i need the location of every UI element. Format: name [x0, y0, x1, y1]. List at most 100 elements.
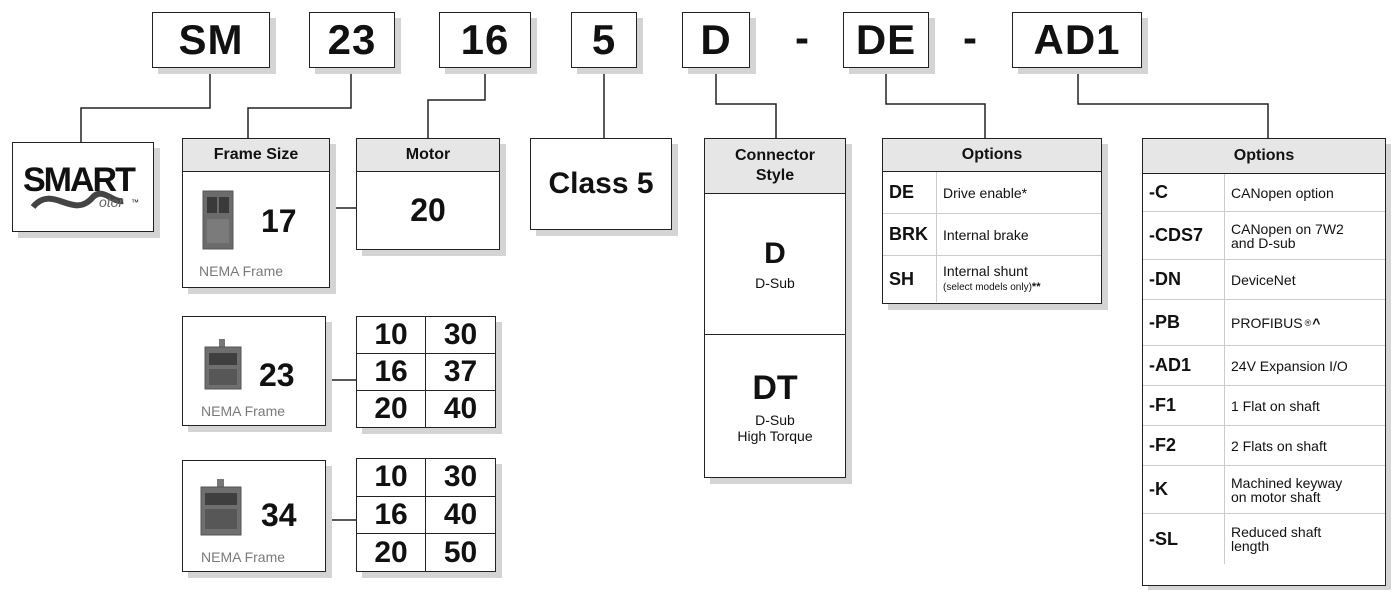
frame-34-card: 34 NEMA Frame	[182, 460, 326, 572]
frame-34-motor-grid: 10 30 16 40 20 50	[356, 458, 496, 572]
logo-tm: ™	[131, 198, 139, 207]
class-card: Class 5	[530, 138, 672, 230]
option-code: -CDS7	[1143, 212, 1225, 259]
connector-d-desc: D-Sub	[755, 275, 795, 291]
options-1-card: Options DE Drive enable* BRK Internal br…	[882, 138, 1102, 304]
option-desc: Machined keyway on motor shaft	[1225, 466, 1385, 513]
motor-23-image	[204, 339, 242, 390]
motor-option: 10	[357, 459, 426, 497]
option-desc: CANopen option	[1231, 184, 1334, 201]
option-code: -SL	[1143, 514, 1225, 564]
option-desc: 2 Flats on shaft	[1231, 437, 1327, 454]
options-2-row: -C CANopen option	[1143, 174, 1385, 212]
connector-dt-desc: D-Sub	[755, 411, 795, 428]
option-desc-line1: CANopen on 7W2	[1231, 220, 1344, 237]
options-2-row: -PB PROFIBUS ® ^	[1143, 300, 1385, 346]
option-code: -F1	[1143, 386, 1225, 425]
option-desc: Internal brake	[943, 226, 1029, 243]
frame-34-label: NEMA Frame	[201, 549, 286, 565]
connector-option-dt: DT D-Sub High Torque	[705, 335, 845, 477]
motor-card: Motor 20	[356, 138, 500, 250]
option-desc: CANopen on 7W2 and D-sub	[1225, 212, 1385, 259]
options-2-row: -AD1 24V Expansion I/O	[1143, 346, 1385, 386]
motor-option: 10	[357, 317, 426, 354]
motor-header: Motor	[357, 139, 499, 172]
motor-option: 50	[443, 535, 478, 569]
connector-style-header: Connector Style	[705, 139, 845, 194]
option-desc-line2: length	[1231, 538, 1270, 554]
motor-option: 16	[357, 354, 426, 391]
option-code: -PB	[1143, 300, 1225, 345]
options-2-header: Options	[1143, 139, 1385, 174]
option-desc-line1: Machined keyway	[1231, 474, 1343, 491]
motor-option: 16	[357, 496, 426, 535]
code-connector: D	[682, 12, 750, 68]
motor-34-image	[200, 479, 242, 536]
code-class: 5	[571, 12, 637, 68]
connector-d-code: D	[764, 237, 786, 270]
frame-size-card: Frame Size 17 NEMA Frame	[182, 138, 330, 288]
code-frame-size: 23	[309, 12, 395, 68]
motor-option: 30	[426, 459, 495, 497]
options-1-row-de: DE Drive enable*	[883, 172, 1101, 214]
frame-17-label: NEMA Frame	[199, 263, 284, 279]
options-1-row-sh: SH Internal shunt (select models only)**	[883, 256, 1101, 302]
option-desc-line1: Reduced shaft	[1231, 524, 1322, 540]
option-desc-main: PROFIBUS	[1231, 314, 1303, 331]
connector-dt-code: DT	[752, 368, 798, 407]
option-desc: Internal shunt (select models only)**	[937, 256, 1101, 302]
option-code: DE	[883, 172, 937, 213]
logo-text: SMART	[23, 161, 136, 199]
options-2-row: -F2 2 Flats on shaft	[1143, 426, 1385, 466]
option-desc: PROFIBUS ® ^	[1225, 300, 1385, 345]
options-2-row: -DN DeviceNet	[1143, 260, 1385, 300]
option-desc: DeviceNet	[1231, 271, 1296, 288]
option-code: -C	[1143, 174, 1225, 211]
caret-mark: ^	[1312, 314, 1321, 331]
logo-subtext: otor	[99, 194, 124, 210]
motor-option: 40	[426, 497, 495, 535]
options-2-card: Options -C CANopen option -CDS7 CANopen …	[1142, 138, 1386, 586]
separator-dash: -	[795, 14, 809, 61]
option-desc: 24V Expansion I/O	[1231, 357, 1348, 374]
option-desc: Reduced shaft length	[1225, 514, 1385, 564]
option-desc-line2: on motor shaft	[1231, 488, 1321, 505]
frame-17-number: 17	[261, 203, 297, 239]
options-1-header: Options	[883, 139, 1101, 172]
registered-mark: ®	[1304, 317, 1312, 328]
options-1-row-brk: BRK Internal brake	[883, 214, 1101, 256]
motor-option: 37	[426, 354, 495, 391]
motor-17-image	[202, 190, 234, 250]
frame-size-header: Frame Size	[183, 139, 329, 172]
options-2-row: -F1 1 Flat on shaft	[1143, 386, 1385, 426]
options-2-row: -SL Reduced shaft length	[1143, 514, 1385, 564]
frame-23-label: NEMA Frame	[201, 403, 286, 419]
option-code: -F2	[1143, 426, 1225, 465]
code-series: SM	[152, 12, 270, 68]
separator-dash: -	[963, 14, 977, 61]
frame-23-card: 23 NEMA Frame	[182, 316, 326, 426]
option-code: BRK	[883, 214, 937, 255]
frame-23-motor-grid: 10 30 16 37 20 40	[356, 316, 496, 428]
motor-option: 20	[357, 534, 426, 571]
option-desc: Drive enable*	[943, 184, 1028, 201]
code-motor: 16	[439, 12, 531, 68]
motor-17-value: 20	[410, 191, 446, 228]
connector-dt-desc2: High Torque	[737, 427, 813, 444]
motor-option: 30	[426, 317, 495, 354]
option-code: -AD1	[1143, 346, 1225, 385]
option-note-mark: **	[1031, 280, 1041, 293]
motor-option: 20	[357, 391, 426, 427]
option-code: SH	[883, 256, 937, 302]
code-options-2: AD1	[1012, 12, 1142, 68]
option-code: -K	[1143, 466, 1225, 513]
connector-option-d: D D-Sub	[705, 194, 845, 335]
connector-style-card: Connector Style D D-Sub DT D-Sub High To…	[704, 138, 846, 478]
option-desc: 1 Flat on shaft	[1231, 397, 1320, 414]
option-desc-main: Internal shunt	[943, 262, 1028, 279]
options-2-row: -K Machined keyway on motor shaft	[1143, 466, 1385, 514]
option-code: -DN	[1143, 260, 1225, 299]
options-2-row: -CDS7 CANopen on 7W2 and D-sub	[1143, 212, 1385, 260]
frame-23-number: 23	[259, 357, 295, 393]
